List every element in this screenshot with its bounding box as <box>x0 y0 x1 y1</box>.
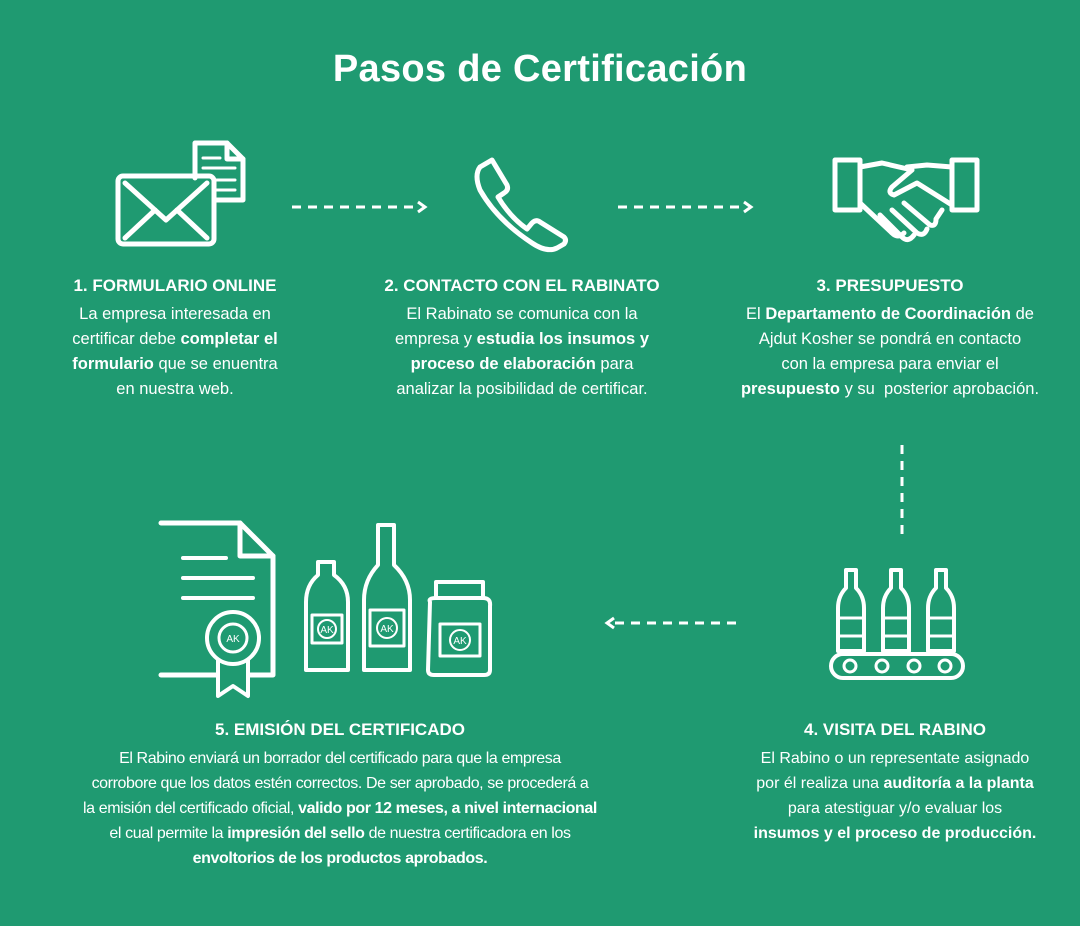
seal-label: AK <box>453 636 467 647</box>
description-line: analizar la posibilidad de certificar. <box>352 377 692 402</box>
text: El Rabino enviará un borrador del certif… <box>119 750 561 767</box>
description-line: El Rabino enviará un borrador del certif… <box>40 746 640 771</box>
step-3: 3. PRESUPUESTO El Departamento de Coordi… <box>720 274 1060 402</box>
description-line: El Rabino o un representate asignado <box>725 746 1065 771</box>
text: el cual permite la <box>109 825 228 842</box>
bold-text: auditoría a la planta <box>883 775 1034 792</box>
description-line: por él realiza una auditoría a la planta <box>725 771 1065 796</box>
seal-label: AK <box>380 624 394 635</box>
description-line: formulario que se enuentra <box>25 352 325 377</box>
description-line: Ajdut Kosher se pondrá en contacto <box>720 327 1060 352</box>
description-line: corrobore que los datos estén correctos.… <box>40 771 640 796</box>
step-description: El Rabino o un representate asignado por … <box>725 746 1065 846</box>
bold-text: insumos y el proceso de producción. <box>753 825 1037 842</box>
text: certificar debe <box>72 330 181 348</box>
page-title: Pasos de Certificación <box>332 48 748 90</box>
text: corrobore que los datos estén correctos.… <box>91 775 589 792</box>
text: y su posterior aprobación. <box>840 380 1040 398</box>
step-heading: 3. PRESUPUESTO <box>816 276 964 295</box>
description-line: empresa y estudia los insumos y <box>352 327 692 352</box>
text: para <box>595 355 634 373</box>
step-description: El Rabinato se comunica con la empresa y … <box>352 302 692 402</box>
bold-text: impresión del sello <box>227 825 365 842</box>
text: en nuestra web. <box>116 380 234 398</box>
description-line: presupuesto y su posterior aprobación. <box>720 377 1060 402</box>
bold-text: formulario <box>72 355 154 373</box>
step-heading: 5. EMISIÓN DEL CERTIFICADO <box>215 720 465 739</box>
description-line: proceso de elaboración para <box>352 352 692 377</box>
bold-text: completar el <box>180 330 278 348</box>
text: El <box>746 305 766 323</box>
seal-label: AK <box>320 625 334 636</box>
step-heading: 1. FORMULARIO ONLINE <box>73 276 277 295</box>
description-line: certificar debe completar el <box>25 327 325 352</box>
description-line: La empresa interesada en <box>25 302 325 327</box>
text: de <box>1011 305 1034 323</box>
step-description: El Rabino enviará un borrador del certif… <box>40 746 640 871</box>
phone-icon <box>474 157 568 253</box>
bold-text: Departamento de Coordinación <box>765 305 1012 323</box>
envelope-document-icon <box>115 140 246 247</box>
bold-text: presupuesto <box>740 380 840 398</box>
text: El Rabino o un representate asignado <box>760 750 1030 767</box>
step-5: 5. EMISIÓN DEL CERTIFICADO El Rabino env… <box>40 718 640 871</box>
handshake-icon <box>832 157 980 243</box>
description-line: en nuestra web. <box>25 377 325 402</box>
text: para atestiguar y/o evaluar los <box>787 800 1003 817</box>
description-line: la emisión del certificado oficial, vali… <box>40 796 640 821</box>
bottles-conveyor-icon <box>829 568 965 680</box>
certificate-products-icon: AK AK AK AK <box>158 520 493 698</box>
step-heading: 2. CONTACTO CON EL RABINATO <box>384 276 660 295</box>
arrow-right-2 <box>618 200 754 214</box>
bold-text: envoltorios de los productos aprobados. <box>192 850 488 867</box>
text: por él realiza una <box>756 775 884 792</box>
description-line: con la empresa para enviar el <box>720 352 1060 377</box>
step-description: La empresa interesada en certificar debe … <box>25 302 325 402</box>
bold-text: estudia los insumos y <box>476 330 649 348</box>
text: la emisión del certificado oficial, <box>83 800 299 817</box>
arrow-right-1 <box>292 200 428 214</box>
step-1: 1. FORMULARIO ONLINE La empresa interesa… <box>25 274 325 402</box>
arrow-down <box>900 445 904 537</box>
text: El Rabinato se comunica con la <box>406 305 638 323</box>
text: La empresa interesada en <box>79 305 271 323</box>
step-4: 4. VISITA DEL RABINO El Rabino o un repr… <box>725 718 1065 846</box>
seal-text: AK AK AK AK <box>226 624 467 647</box>
description-line: insumos y el proceso de producción. <box>725 821 1065 846</box>
text: de nuestra certificadora en los <box>364 825 571 842</box>
text: Ajdut Kosher se pondrá en contacto <box>758 330 1022 348</box>
seal-label: AK <box>226 634 240 645</box>
description-line: para atestiguar y/o evaluar los <box>725 796 1065 821</box>
text: que se enuentra <box>153 355 278 373</box>
description-line: El Rabinato se comunica con la <box>352 302 692 327</box>
arrow-left <box>604 616 743 630</box>
step-2: 2. CONTACTO CON EL RABINATO El Rabinato … <box>352 274 692 402</box>
step-heading: 4. VISITA DEL RABINO <box>804 720 986 739</box>
description-line: El Departamento de Coordinación de <box>720 302 1060 327</box>
text: con la empresa para enviar el <box>781 355 999 373</box>
bold-text: proceso de elaboración <box>410 355 596 373</box>
bold-text: valido por 12 meses, a nivel internacion… <box>298 800 597 817</box>
text: analizar la posibilidad de certificar. <box>396 380 648 398</box>
text: empresa y <box>394 330 477 348</box>
description-line: envoltorios de los productos aprobados. <box>40 846 640 871</box>
description-line: el cual permite la impresión del sello d… <box>40 821 640 846</box>
